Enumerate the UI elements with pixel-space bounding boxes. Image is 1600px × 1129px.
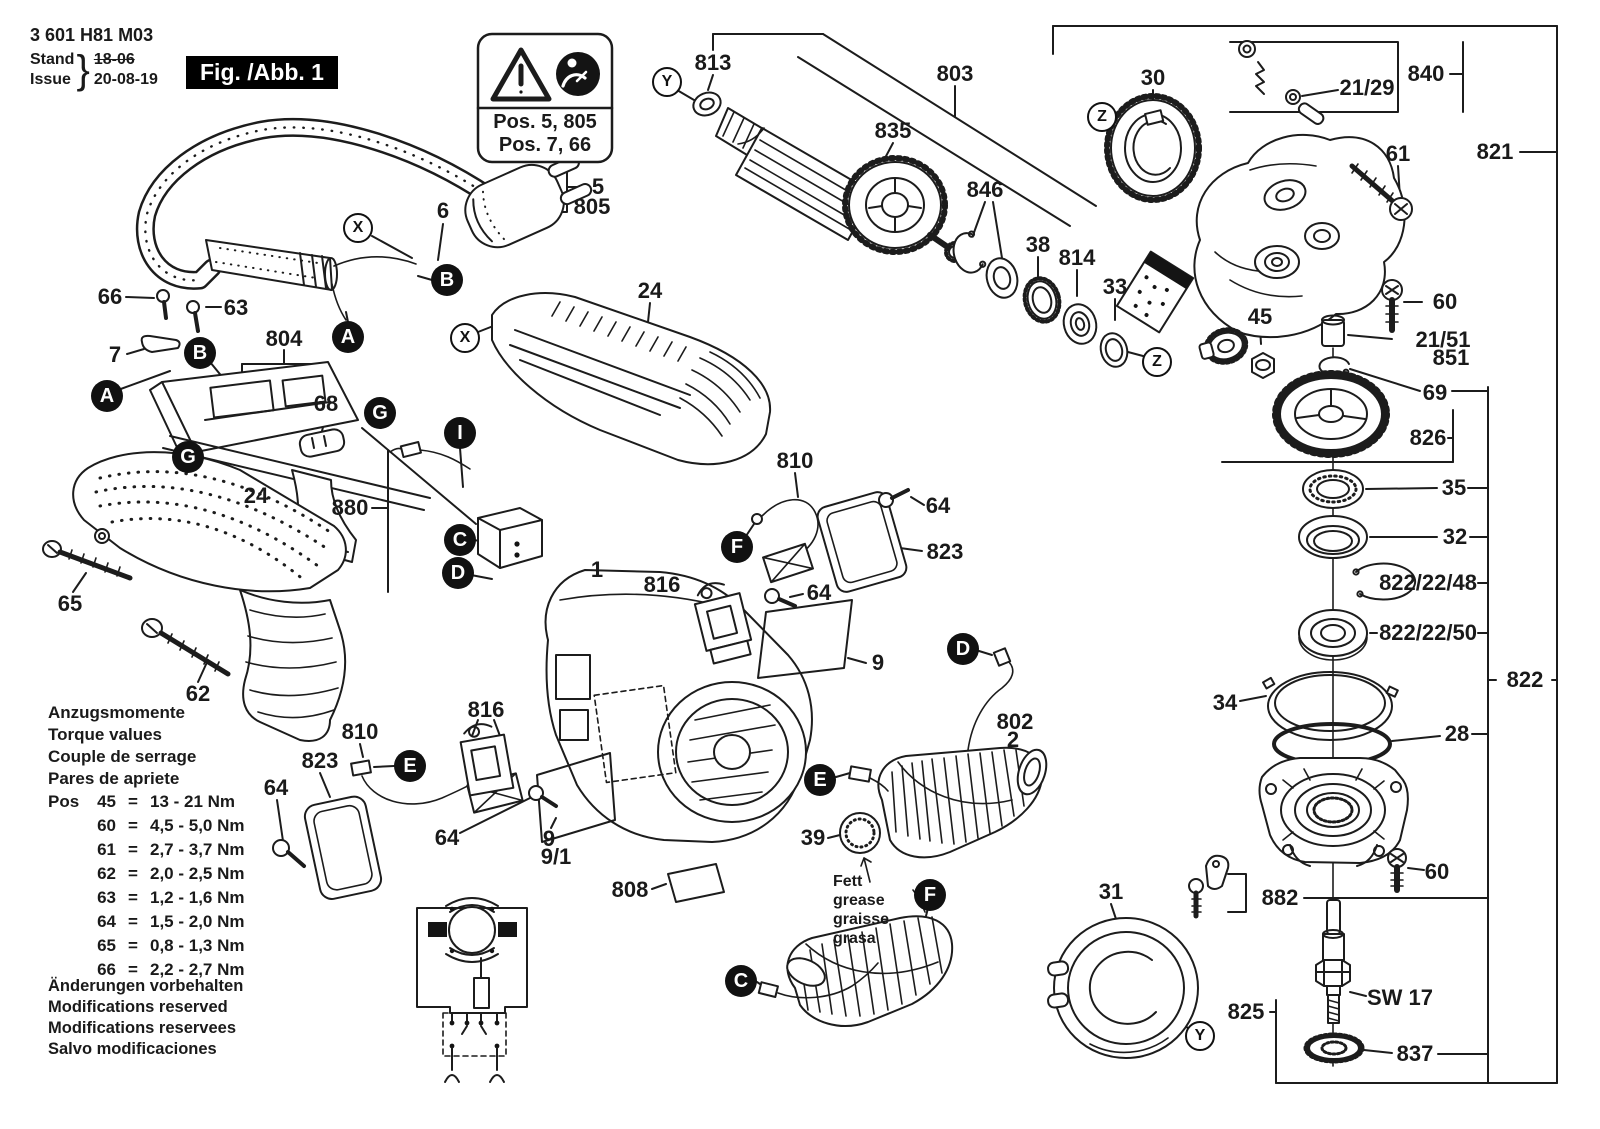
screw-62 bbox=[141, 618, 231, 677]
read-manual-icon bbox=[556, 52, 600, 96]
plate-9-right bbox=[757, 599, 853, 679]
title-block: 3 601 H81 M03 Stand Issue } 18-06 20-08-… bbox=[30, 24, 158, 90]
switch-assembly-drawing bbox=[140, 289, 543, 569]
grease-line: grease bbox=[833, 892, 885, 909]
detent-parts-21-29 bbox=[1238, 40, 1325, 125]
stand-label: Stand bbox=[30, 51, 75, 68]
grease-pad-39 bbox=[839, 812, 881, 854]
old-issue-date: 18-06 bbox=[93, 51, 135, 68]
brace-glyph: } bbox=[76, 48, 90, 92]
bevel-pinion-45 bbox=[1198, 327, 1249, 365]
top-cover-drawing bbox=[491, 292, 772, 466]
torque-row: 64=1,5 - 2,0 Nm bbox=[97, 912, 245, 931]
screw-61 bbox=[1349, 163, 1413, 221]
bearing-flange bbox=[1258, 757, 1409, 867]
hatched-block bbox=[1115, 250, 1195, 334]
electronic-module bbox=[477, 507, 543, 569]
field-coil-lower-drawing bbox=[757, 889, 954, 1027]
wiring-schematic bbox=[416, 897, 528, 1083]
issue-label: Issue bbox=[30, 71, 71, 88]
plate-808 bbox=[667, 863, 725, 903]
seal-32 bbox=[1298, 515, 1368, 559]
wire-to-a bbox=[331, 283, 347, 321]
slide-button-68 bbox=[298, 428, 346, 458]
part-number: 3 601 H81 M03 bbox=[30, 25, 154, 45]
torque-heading: Anzugsmomente bbox=[48, 703, 185, 722]
torque-heading: Couple de serrage bbox=[48, 747, 197, 766]
cord-grommet bbox=[205, 239, 338, 291]
torque-row: 61=2,7 - 3,7 Nm bbox=[97, 840, 245, 859]
grease-line: graisse bbox=[833, 911, 890, 928]
bearing-813 bbox=[692, 91, 722, 117]
warning-line-2: Pos. 7, 66 bbox=[498, 134, 592, 156]
bushing-21-51 bbox=[1321, 314, 1345, 347]
footer-line: Änderungen vorbehalten bbox=[48, 977, 244, 995]
screw-65 bbox=[42, 540, 133, 581]
warning-positions: Pos. 5, 805 Pos. 7, 66 bbox=[478, 111, 612, 157]
spindle-825 bbox=[1315, 899, 1351, 1024]
lever-882 bbox=[1188, 854, 1230, 919]
footer-line: Modifications reserved bbox=[48, 998, 228, 1016]
screw-60-low bbox=[1387, 848, 1407, 893]
spindle-stack-drawing bbox=[1188, 314, 1417, 1064]
bearing-822-22-50 bbox=[1298, 609, 1368, 661]
footer-line: Modifications reservees bbox=[48, 1019, 236, 1037]
plate-9-left bbox=[536, 752, 616, 843]
grease-line: grasa bbox=[833, 930, 876, 947]
torque-row: 65=0,8 - 1,3 Nm bbox=[97, 936, 245, 955]
plug-drawing bbox=[464, 155, 593, 249]
warning-label bbox=[476, 32, 614, 164]
brush-gear-right bbox=[693, 488, 910, 665]
grease-line: Fett bbox=[833, 873, 863, 890]
retaining-ring-822-22-48 bbox=[1352, 562, 1417, 601]
armature-drawing bbox=[692, 91, 966, 263]
gearbox-housing-drawing bbox=[1193, 40, 1413, 339]
torque-row: 60=4,5 - 5,0 Nm bbox=[97, 816, 245, 835]
clamp-ring-34 bbox=[1262, 671, 1399, 741]
torque-row: 62=2,0 - 2,5 Nm bbox=[97, 864, 245, 883]
brush-cover-823-right bbox=[816, 491, 908, 593]
nut-45 bbox=[1251, 352, 1275, 379]
gear-30-drawing bbox=[1104, 93, 1202, 203]
label-plates bbox=[536, 599, 853, 903]
torque-heading: Torque values bbox=[48, 725, 162, 744]
wire-to-b bbox=[333, 255, 417, 267]
power-cord-drawing bbox=[135, 118, 593, 321]
torque-heading: Pares de apriete bbox=[48, 769, 180, 788]
brush-gear-left bbox=[272, 723, 558, 900]
figure-label: Fig. /Abb. 1 bbox=[186, 56, 338, 89]
grease-note: Fett grease graisse grasa bbox=[833, 872, 889, 948]
brush-cover-823-left bbox=[303, 795, 383, 900]
torque-row: 63=1,2 - 1,6 Nm bbox=[97, 888, 245, 907]
ring-chain-drawing bbox=[952, 230, 1195, 368]
handle-drawing bbox=[42, 451, 347, 742]
crown-gear-826 bbox=[1272, 370, 1390, 458]
warning-line-1: Pos. 5, 805 bbox=[493, 111, 597, 133]
footer-line: Salvo modificaciones bbox=[48, 1040, 217, 1058]
field-coil-upper-drawing bbox=[848, 647, 1048, 859]
warning-triangle-icon bbox=[490, 47, 552, 102]
torque-row: 66=2,2 - 2,7 Nm bbox=[97, 960, 245, 979]
washer-837 bbox=[1303, 1032, 1365, 1064]
bearing-35 bbox=[1302, 469, 1364, 509]
screw-60-top bbox=[1381, 279, 1403, 333]
end-plate-31-drawing bbox=[1047, 917, 1199, 1059]
issue-date: 20-08-19 bbox=[93, 71, 158, 88]
